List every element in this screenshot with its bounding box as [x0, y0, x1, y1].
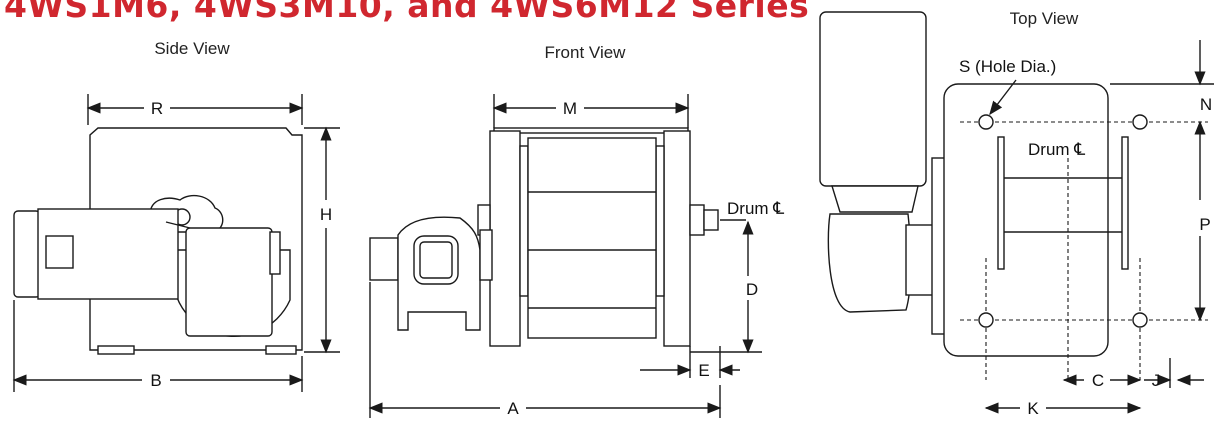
top-base-plate [943, 83, 1109, 357]
front-gearbox-inner [419, 241, 453, 279]
side-shaft [269, 231, 281, 275]
side-motor-endcap [13, 210, 41, 298]
top-motor [819, 11, 927, 187]
side-view-label: Side View [154, 39, 230, 58]
dim-a-label: A [507, 399, 519, 418]
top-view-label: Top View [1010, 9, 1079, 28]
front-shaft-right-end [703, 209, 719, 231]
top-motor-adapter [831, 185, 919, 213]
diagram-title: 4WS1M6, 4WS3M10, and 4WS6M12 Series [4, 0, 810, 25]
top-drum-flange-left [997, 136, 1005, 270]
front-top-rail [493, 127, 689, 134]
front-right-flange [655, 145, 665, 297]
dim-j-label: J [1152, 371, 1161, 390]
front-left-plate [489, 130, 521, 347]
dim-c-label: C [1092, 371, 1104, 390]
front-motor-stub [369, 237, 399, 281]
front-shaft-right [689, 204, 705, 236]
dim-d-label: D [746, 280, 758, 299]
side-foot-left [97, 345, 135, 355]
dim-p-label: P [1199, 215, 1210, 234]
side-gear-housing [185, 227, 273, 337]
front-view: Front View M Drum ℄ D [368, 43, 784, 418]
top-gearbox [827, 213, 912, 313]
front-drum [527, 137, 657, 339]
top-view: Top View Drum ℄ S (Hole Dia.) [819, 9, 1214, 418]
dim-b-label: B [150, 371, 161, 390]
front-drum-centerline-label: Drum ℄ [727, 199, 784, 218]
dim-m-label: M [563, 99, 577, 118]
top-hole-tr [1132, 114, 1148, 130]
dim-r-label: R [151, 99, 163, 118]
front-coupling [479, 229, 493, 281]
side-motor-junction-box [45, 235, 74, 269]
side-foot-right [265, 345, 297, 355]
dim-k-label: K [1027, 399, 1039, 418]
front-left-flange [519, 145, 529, 297]
top-hole-br [1132, 312, 1148, 328]
top-hole-bl [978, 312, 994, 328]
top-drum-flange-right [1121, 136, 1129, 270]
top-hole-tl [978, 114, 994, 130]
dim-e-label: E [698, 361, 709, 380]
hole-diameter-label: S (Hole Dia.) [959, 57, 1056, 76]
dim-n-label: N [1200, 95, 1212, 114]
front-right-plate [663, 130, 691, 347]
side-view: Side View R H B [12, 39, 340, 392]
top-drum-centerline-label: Drum ℄ [1028, 140, 1085, 159]
front-view-label: Front View [545, 43, 627, 62]
dim-h-label: H [320, 205, 332, 224]
